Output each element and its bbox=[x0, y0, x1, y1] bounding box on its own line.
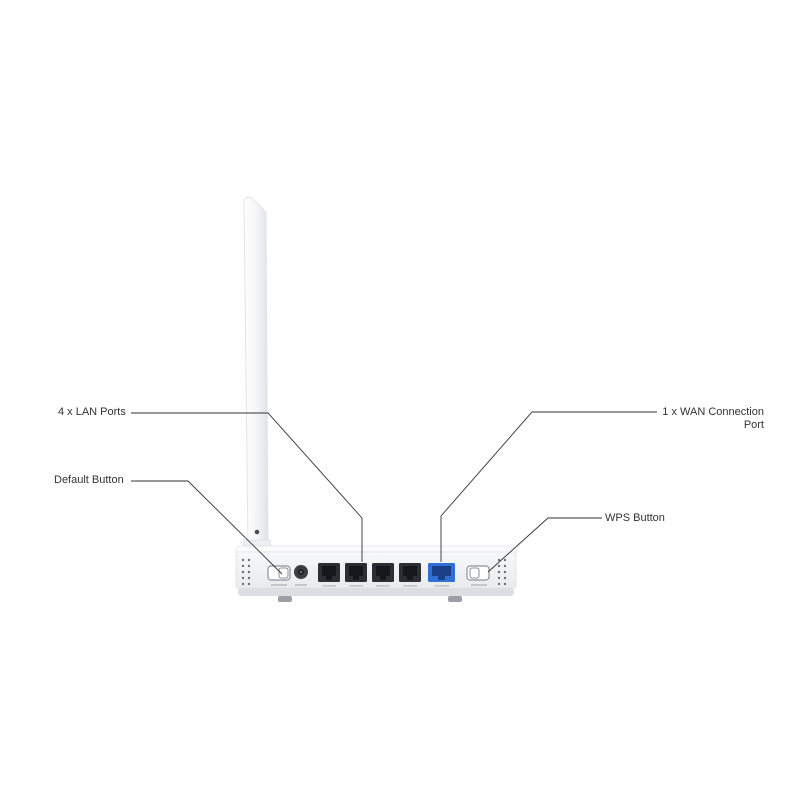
lan-port-3 bbox=[372, 563, 394, 587]
default-button bbox=[267, 565, 291, 586]
vent-right bbox=[497, 558, 507, 586]
callout-wan-port: 1 x WAN Connection Port bbox=[640, 406, 764, 432]
callout-wan-port-line1: 1 x WAN Connection bbox=[662, 406, 764, 418]
callout-default-button-text: Default Button bbox=[54, 474, 124, 486]
leader-lines bbox=[131, 411, 657, 575]
callout-lan-ports: 4 x LAN Ports bbox=[58, 406, 126, 419]
wan-port bbox=[428, 563, 455, 587]
wps-button bbox=[466, 565, 490, 586]
lan-port-2 bbox=[345, 563, 367, 587]
lan-port-4 bbox=[399, 563, 421, 587]
callout-wps-button-text: WPS Button bbox=[605, 512, 665, 524]
lan-port-1 bbox=[318, 563, 340, 587]
antenna bbox=[241, 196, 273, 557]
callout-default-button: Default Button bbox=[54, 474, 124, 487]
leader-line-lan bbox=[131, 412, 363, 562]
callout-lan-ports-text: 4 x LAN Ports bbox=[58, 406, 126, 418]
callout-wan-port-line2: Port bbox=[743, 419, 764, 431]
leader-line-default bbox=[131, 480, 283, 575]
vent-left bbox=[241, 558, 251, 586]
callout-wps-button: WPS Button bbox=[605, 512, 665, 525]
leader-line-wan bbox=[440, 411, 657, 562]
power-jack bbox=[294, 565, 308, 586]
leader-line-wps bbox=[487, 517, 602, 573]
